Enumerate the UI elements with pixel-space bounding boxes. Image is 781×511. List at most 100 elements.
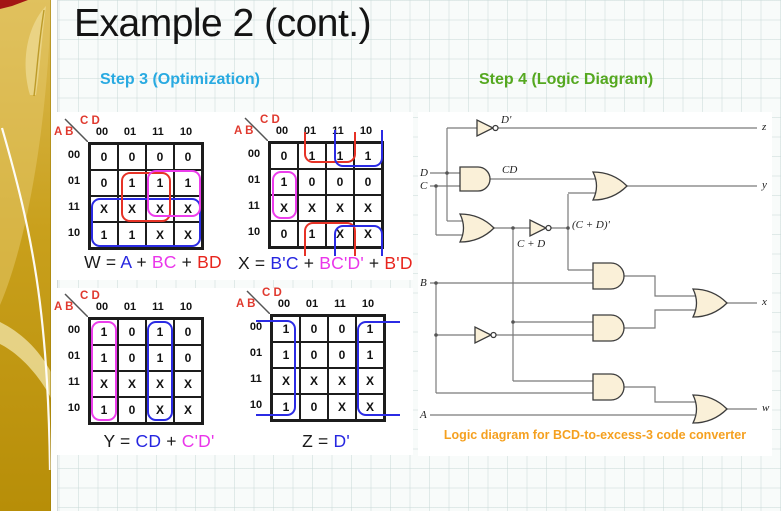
equation-term: W = — [84, 252, 121, 272]
kmap-cell: X — [356, 368, 384, 394]
signal-label-c-input: C — [420, 180, 428, 192]
kmap-row-label: 00 — [67, 324, 81, 336]
kmap-cell: X — [300, 368, 328, 394]
kmap-cell: 1 — [270, 169, 298, 195]
kmap-cell: 0 — [90, 144, 118, 170]
kmap-col-label: 11 — [332, 125, 344, 137]
kmap-cell: 0 — [118, 397, 146, 423]
signal-label-a-input: A — [420, 409, 427, 421]
kmap-col-label: 10 — [179, 126, 193, 138]
kmap-vars-left: A B — [54, 301, 74, 313]
kmap-cell: 1 — [298, 221, 326, 247]
kmap-cell: 0 — [300, 394, 328, 420]
kmap-cell: 1 — [146, 170, 174, 196]
kmap-cell: 0 — [270, 221, 298, 247]
sidebar-decoration — [0, 0, 51, 511]
kmap-cell: 0 — [174, 319, 202, 345]
kmap-cell: X — [326, 195, 354, 221]
signal-label-d-input: D — [420, 167, 428, 179]
equation-term: + — [161, 431, 182, 451]
kmap-cell: 0 — [118, 144, 146, 170]
kmap-cell: X — [328, 368, 356, 394]
kmap-equation-y: Y = CD + C'D' — [73, 431, 245, 452]
kmap-cell: 1 — [90, 222, 118, 248]
kmap-cell: 1 — [356, 342, 384, 368]
kmap-row-label: 01 — [247, 174, 261, 186]
kmap-cell: 1 — [146, 345, 174, 371]
kmap-cell: X — [270, 195, 298, 221]
kmap-cell: 1 — [298, 143, 326, 169]
kmap-row-label: 10 — [67, 402, 81, 414]
kmap-cell: X — [174, 397, 202, 423]
signal-label-w-out: w — [762, 402, 770, 414]
kmap-row-label: 11 — [68, 201, 80, 213]
kmap-equation-x: X = B'C + BC'D' + B'D — [238, 253, 412, 274]
kmap-cell: 0 — [90, 170, 118, 196]
equation-term: + — [363, 253, 385, 273]
kmap-row-label: 00 — [249, 321, 263, 333]
kmap-diagonal — [64, 118, 88, 142]
kmap-cell: 1 — [118, 222, 146, 248]
kmap-cell: 1 — [272, 342, 300, 368]
kmap-cell: 1 — [356, 316, 384, 342]
kmap-cell: X — [298, 195, 326, 221]
equation-term: + — [131, 252, 152, 272]
kmap-row-label: 00 — [67, 149, 81, 161]
kmap-cell: 0 — [300, 342, 328, 368]
page-edge — [51, 0, 57, 511]
kmap-cell: X — [174, 222, 202, 248]
equation-term: B'C — [270, 253, 299, 273]
kmap-vars-top: C D — [262, 287, 282, 299]
kmap-cell: X — [118, 371, 146, 397]
kmap-col-label: 11 — [334, 298, 346, 310]
kmap-cell: X — [146, 196, 174, 222]
kmap-row-label: 01 — [67, 350, 81, 362]
equation-term: X = — [238, 253, 271, 273]
step4-heading: Step 4 (Logic Diagram) — [479, 71, 654, 88]
kmap-cell: X — [146, 397, 174, 423]
kmap-cell: 1 — [354, 143, 382, 169]
kmap-vars-left: A B — [54, 126, 74, 138]
kmap-diagonal — [64, 293, 88, 317]
equation-term: + — [176, 252, 198, 272]
kmap-col-label: 10 — [361, 298, 375, 310]
kmap-vars-left: A B — [236, 298, 256, 310]
signal-label-b-input: B — [420, 277, 427, 289]
page-title: Example 2 (cont.) — [74, 2, 372, 45]
equation-term: BC — [151, 252, 177, 272]
kmap-row-label: 01 — [67, 175, 81, 187]
kmap-cell: 0 — [328, 316, 356, 342]
kmap-col-label: 00 — [95, 301, 109, 313]
kmap-cell: X — [118, 196, 146, 222]
kmap-vars-top: C D — [80, 115, 100, 127]
kmap-cell: X — [174, 196, 202, 222]
kmap-cell: 1 — [174, 170, 202, 196]
figure-caption: Logic diagram for BCD-to-excess-3 code c… — [443, 428, 747, 442]
kmap-cell: 0 — [146, 144, 174, 170]
kmap-col-label: 00 — [275, 125, 289, 137]
kmap-vars-top: C D — [80, 290, 100, 302]
kmap-vars-left: A B — [234, 125, 254, 137]
equation-term: BC'D' — [319, 253, 364, 273]
kmap-col-label: 01 — [303, 125, 317, 137]
kmap-equation-z: Z = D' — [240, 431, 412, 452]
kmap-cell: 0 — [298, 169, 326, 195]
kmap-cell: X — [326, 221, 354, 247]
kmap-col-label: 10 — [179, 301, 193, 313]
kmap-cell: 0 — [354, 169, 382, 195]
equation-term: D' — [333, 431, 350, 451]
kmap-cell: 1 — [326, 143, 354, 169]
kmap-vars-top: C D — [260, 114, 280, 126]
kmap-col-label: 01 — [123, 301, 137, 313]
signal-label-z-out: z — [762, 121, 767, 133]
kmap-cell: 1 — [90, 319, 118, 345]
corner-red-wedge — [0, 0, 28, 9]
kmap-col-label: 00 — [277, 298, 291, 310]
kmap-cell: 0 — [300, 316, 328, 342]
kmap-cell: X — [174, 371, 202, 397]
kmap-row-label: 11 — [250, 373, 262, 385]
